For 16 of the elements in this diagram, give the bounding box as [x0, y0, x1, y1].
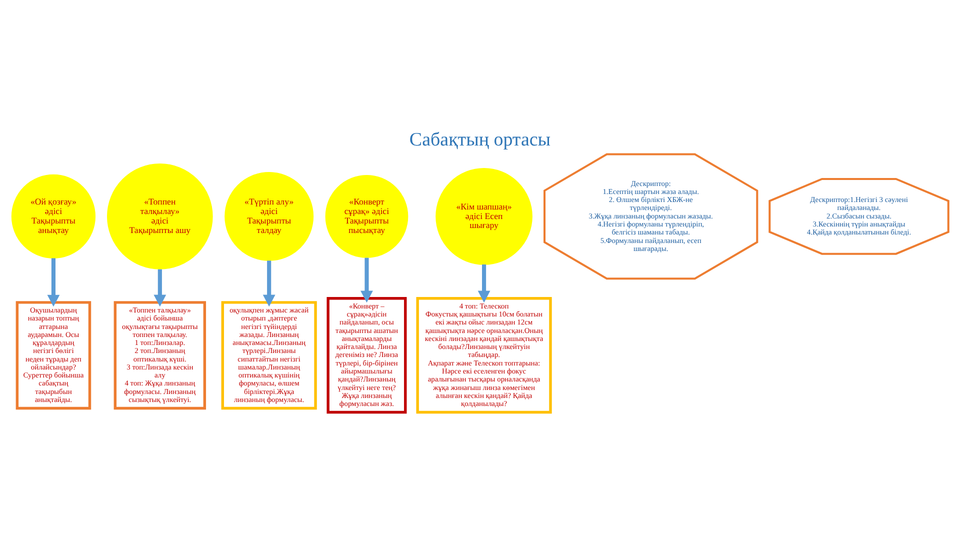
arrow [478, 264, 490, 303]
arrow [154, 269, 166, 307]
arrow [262, 260, 276, 307]
node-circle: «Түртіп алу» әдісі Тақырыпты талдау [224, 172, 314, 261]
node-circle: «Ой қозғау» әдісі Тақырыпты анықтау [11, 174, 96, 258]
arrow [47, 258, 60, 307]
diagram-title: Сабақтың ортасы [409, 130, 551, 151]
node-box: Оқушылардың назарын топтың аттарына аударамын. Осы құралдардың негізгі бөлігі неден тұрады деп ойлайсындар? Суреттер бойынша сабақтың тақырыбын анықтайды. [16, 301, 92, 410]
node-box: оқулықпен жұмыс жасай отырып ,дәптерге негізгі түйіндерді жазады. Линзаның анықтамасы.Линзаның түрлері.Линзаны сипаттайтын негізгі шамалар.Линзаның оптикалық күшінің формуласы, өлшем бірліктері.Жұқа линзаның формуласы. [221, 301, 317, 410]
arrow [360, 258, 373, 303]
node-box: 4 топ: Телескоп Фокустық қашықтығы 10см болатын екі жақты ойыс линзадан 12см қашықтықта нәрсе орналасқан.Оның кескіні линзадан қандай қашықтықта болады?Линзаның үлкейтуін табыңдар. Ақпарат және Телескоп топтарына: Нәрсе екі еселенген фокус аралығынан тысқары орналасқанда жұқа жинағыш линза көмегімен алынған кескін қандай? Қайда қолданылады? [416, 297, 552, 414]
node-circle: «Кім шапшаң» әдісі Есеп шығару [436, 168, 532, 265]
node-box: «Топпен талқылау» әдісі бойынша оқулықтағы тақырыпты топпен талқылау. 1 топ:Линзалар. 2 топ.Линзаның оптикалық күші. 3 топ:Линзада кескін алу 4 топ: Жұқа линзаның формуласы. Линзаның сызықтық үлкейтуі. [114, 301, 206, 410]
node-circle: «Конверт сұрақ» әдісі Тақырыпты пысықтау [325, 175, 408, 258]
node-circle: «Топпен талқылау» әдісі Тақырыпты ашу [106, 164, 213, 270]
node-box: «Конверт – сұрақ»әдісін пайдаланып, осы тақырыпты ашатын анықтамаларды қайталайды. Линза дегеніміз не? Линза түрлері, бір-бірінен айырмашылығы қандай?Линзаның үлкейтуі неге тең? Жұқа линзаның формуласын жаз. [326, 297, 407, 414]
